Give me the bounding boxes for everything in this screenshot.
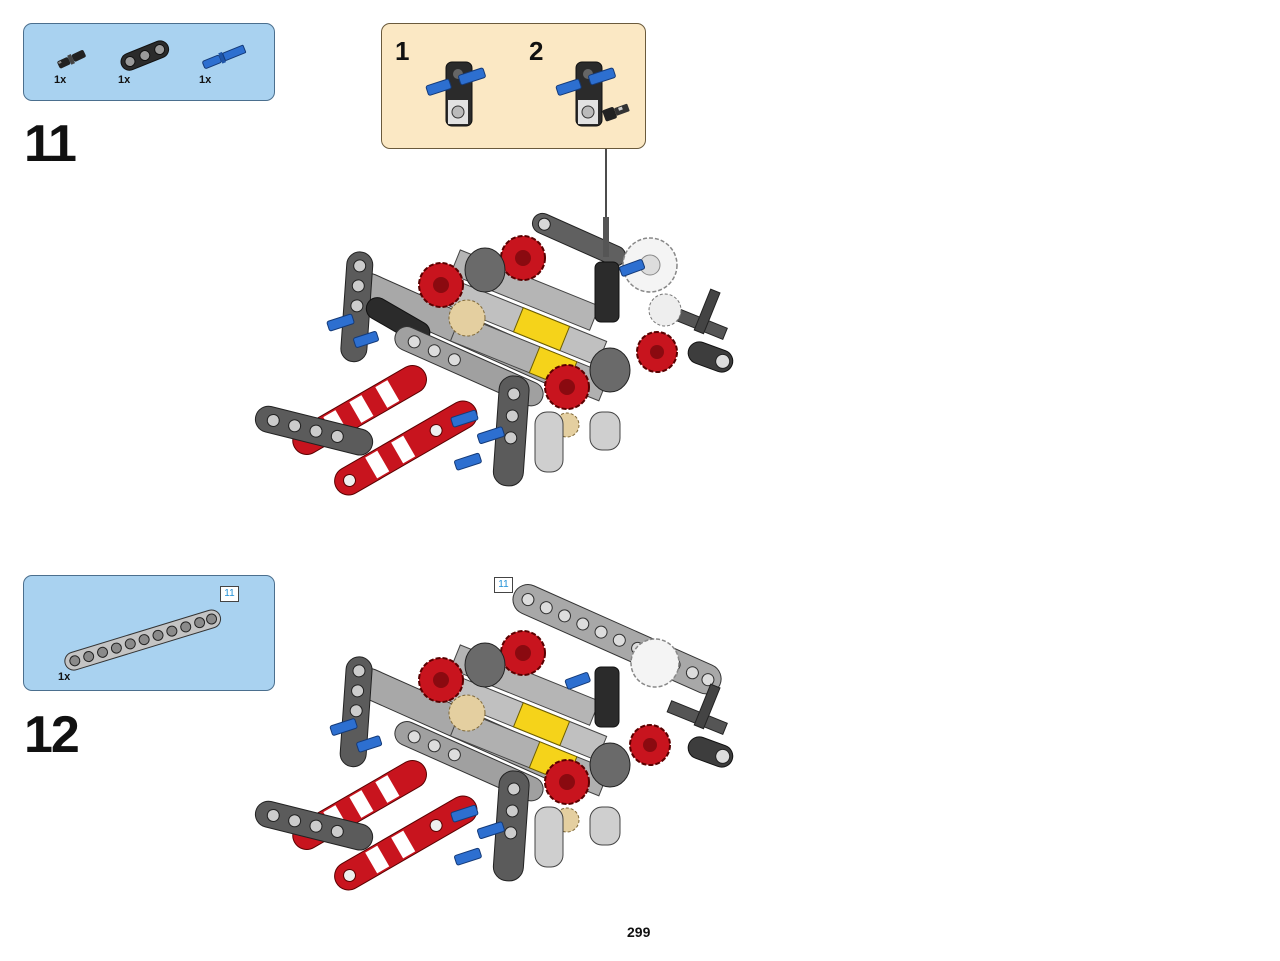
black-friction-pin-icon	[57, 50, 86, 69]
model-reference-tag: 11	[494, 577, 513, 593]
subassembly-model-2	[555, 61, 630, 127]
part-qty: 1x	[54, 74, 67, 86]
substep-number-1: 1	[395, 36, 410, 66]
part-reference-tag: 11	[220, 586, 239, 602]
page-number: 299	[627, 924, 651, 940]
subassembly-callout: 1 2	[381, 23, 646, 149]
part-qty: 1x	[58, 671, 71, 683]
part-qty: 1x	[118, 74, 131, 86]
gearbox-model-step-12	[254, 584, 734, 891]
parts-list-step-12: 11 1x	[23, 575, 275, 691]
part-qty: 1x	[199, 74, 212, 86]
substep-number-2: 2	[529, 36, 544, 66]
step-number-11: 11	[24, 115, 77, 173]
gearbox-model-step-11	[254, 212, 734, 496]
subassembly-model-1	[425, 61, 486, 127]
blue-axle-pin-icon	[202, 44, 247, 69]
parts-list-step-11: 1x 1x 1x	[23, 23, 275, 101]
gray-11-hole-beam-icon	[64, 609, 222, 671]
step-number-12: 12	[24, 706, 80, 764]
black-3-hole-beam-icon	[120, 40, 170, 71]
